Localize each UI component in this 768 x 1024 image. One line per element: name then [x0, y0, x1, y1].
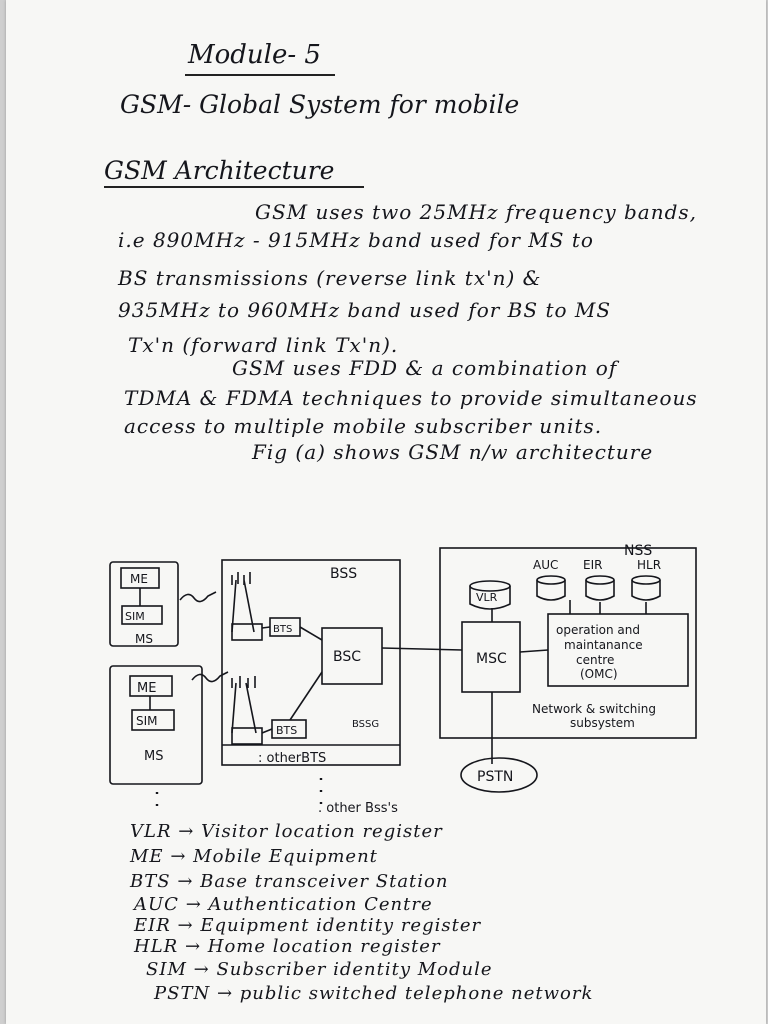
paragraph-line: access to multiple mobile subscriber uni… — [124, 414, 603, 438]
sim-label: SIM — [136, 714, 158, 728]
legend-item: SIM → Subscriber identity Module — [146, 959, 493, 980]
bts-label: BTS — [276, 724, 297, 737]
eir-label: EIR — [583, 558, 602, 572]
arrow-icon: → — [193, 959, 210, 980]
pstn-cloud — [460, 757, 538, 793]
bsc-box — [321, 627, 383, 685]
ms-box — [109, 561, 179, 647]
omc-line: centre — [576, 653, 614, 667]
me-label: ME — [137, 681, 156, 696]
title-underline — [185, 74, 335, 76]
hlr-label: HLR — [637, 558, 661, 572]
msc-box — [461, 621, 521, 693]
nss-caption: subsystem — [570, 716, 635, 730]
omc-line: maintanance — [564, 638, 643, 652]
notebook-page — [6, 0, 766, 1024]
antenna-tower-icon — [231, 572, 255, 633]
sim-label: SIM — [125, 610, 145, 623]
omc-line: (OMC) — [580, 667, 618, 681]
arrow-icon: → — [185, 894, 202, 915]
legend-meaning: Mobile Equipment — [193, 846, 378, 867]
omc-line: operation and — [556, 623, 640, 637]
arrow-icon: → — [170, 846, 187, 867]
vlr-label: VLR — [476, 591, 498, 604]
ms-label: MS — [135, 632, 153, 646]
paragraph-line: i.e 890MHz - 915MHz band used for MS to — [118, 228, 594, 252]
msc-label: MSC — [476, 651, 507, 667]
legend-meaning: public switched telephone network — [239, 983, 594, 1004]
arrow-icon: → — [184, 936, 202, 957]
eir-database-icon — [585, 575, 615, 585]
legend-abbr: BTS — [130, 871, 171, 892]
hlr-database-icon — [631, 575, 661, 585]
arrow-icon: → — [216, 983, 234, 1004]
sim-box — [131, 709, 175, 731]
other-bts-label: : otherBTS — [258, 751, 326, 766]
bss-scribble: BSSG — [352, 719, 379, 730]
legend-meaning: Home location register — [207, 936, 441, 957]
legend-meaning: Subscriber identity Module — [216, 959, 493, 980]
omc-box — [547, 613, 689, 687]
me-label: ME — [130, 572, 148, 586]
pstn-label: PSTN — [477, 769, 513, 785]
legend-abbr: VLR — [130, 821, 172, 842]
section-heading: GSM Architecture — [104, 156, 335, 185]
legend-meaning: Authentication Centre — [208, 894, 433, 915]
sim-box — [121, 605, 163, 625]
legend-meaning: Base transceiver Station — [200, 871, 449, 892]
legend-item: AUC → Authentication Centre — [134, 894, 433, 915]
other-bss-label: . other Bss's — [318, 801, 398, 816]
arrow-icon: → — [177, 915, 194, 936]
bts-base — [231, 623, 263, 641]
legend-meaning: Equipment identity register — [200, 915, 482, 936]
legend-item: PSTN → public switched telephone network — [154, 983, 593, 1004]
paragraph-line: Tx'n (forward link Tx'n). — [128, 333, 399, 357]
paragraph-line: GSM uses FDD & a combination of — [232, 356, 618, 380]
paragraph-line: 935MHz to 960MHz band used for BS to MS — [118, 298, 612, 322]
paragraph-line: TDMA & FDMA techniques to provide simult… — [124, 386, 698, 410]
heading-underline — [104, 186, 364, 188]
legend-abbr: SIM — [146, 959, 187, 980]
legend-meaning: Visitor location register — [201, 821, 443, 842]
page-title: Module- 5 — [188, 40, 321, 70]
legend-item: HLR → Home location register — [134, 936, 441, 957]
legend-item: VLR → Visitor location register — [130, 821, 443, 842]
paragraph-line: Fig (a) shows GSM n/w architecture — [252, 440, 654, 464]
legend-item: EIR → Equipment identity register — [134, 915, 481, 936]
legend-abbr: AUC — [134, 894, 179, 915]
antenna-tower-icon — [231, 676, 257, 734]
legend-abbr: ME — [130, 846, 164, 867]
arrow-icon: → — [177, 871, 194, 892]
legend-abbr: PSTN — [154, 983, 211, 1004]
vlr-database-icon — [469, 580, 511, 592]
radio-link — [191, 671, 229, 683]
arrow-icon: → — [178, 821, 195, 842]
paragraph-line: GSM uses two 25MHz frequency bands, — [255, 200, 698, 224]
auc-label: AUC — [533, 558, 558, 572]
paragraph-line: BS transmissions (reverse link tx'n) & — [118, 266, 542, 290]
legend-abbr: EIR — [134, 915, 171, 936]
nss-box — [439, 547, 697, 739]
legend-item: ME → Mobile Equipment — [130, 846, 378, 867]
auc-database-icon — [536, 575, 566, 585]
page-subtitle: GSM- Global System for mobile — [120, 90, 520, 119]
ms-label: MS — [144, 749, 163, 764]
bss-box — [221, 559, 401, 766]
nss-label: NSS — [624, 543, 652, 559]
legend-abbr: HLR — [134, 936, 179, 957]
bts-label: BTS — [273, 624, 292, 635]
ms-box — [109, 665, 203, 785]
me-box — [129, 675, 173, 697]
radio-link — [179, 591, 217, 603]
nss-caption: Network & switching — [532, 702, 656, 716]
bsc-label: BSC — [333, 649, 361, 665]
bts-base — [231, 727, 263, 745]
bss-label: BSS — [330, 566, 357, 582]
legend-item: BTS → Base transceiver Station — [130, 871, 448, 892]
